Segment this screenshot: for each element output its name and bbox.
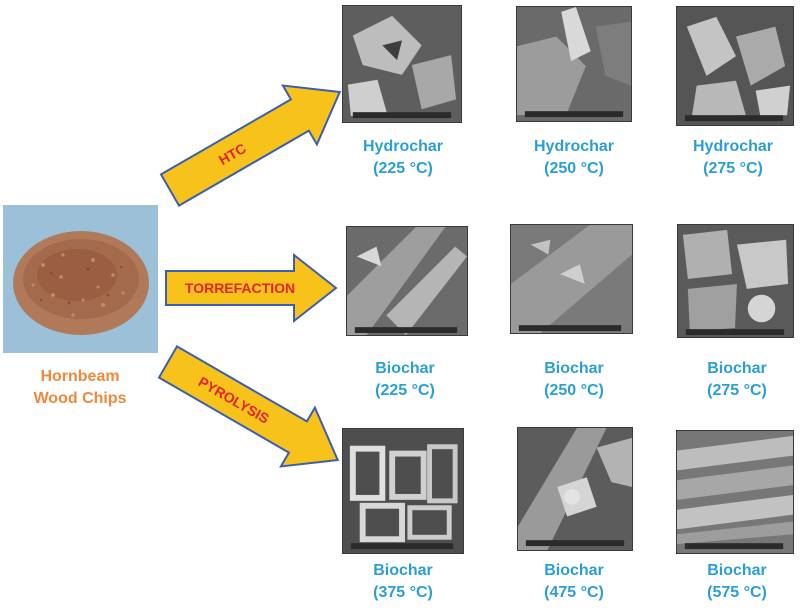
- sem-image-biochar-475: [517, 427, 633, 551]
- caption-name: Biochar: [707, 360, 767, 377]
- caption-row3-col3: Biochar (575 °C): [677, 560, 797, 604]
- caption-temp: (250 °C): [544, 382, 604, 399]
- caption-row2-col3: Biochar (275 °C): [677, 358, 797, 402]
- sem-image-hydrochar-275: [676, 6, 794, 126]
- pyrolysis-arrow: PYROLYSIS: [157, 345, 340, 468]
- caption-name: Biochar: [375, 360, 435, 377]
- sem-image-biochar-375: [342, 428, 464, 554]
- sem-texture: [518, 428, 632, 550]
- sem-texture: [677, 431, 793, 553]
- sem-image-biochar-275: [677, 224, 794, 338]
- caption-temp: (575 °C): [707, 584, 767, 601]
- caption-name: Hydrochar: [692, 138, 774, 155]
- sem-texture: [347, 227, 467, 335]
- htc-arrow: HTC: [159, 84, 342, 207]
- caption-temp: (225 °C): [375, 382, 435, 399]
- caption-row1-col3: Hydrochar (275 °C): [673, 136, 793, 180]
- sem-image-biochar-575: [676, 430, 794, 554]
- caption-name: Hydrochar: [533, 138, 615, 155]
- caption-name: Biochar: [707, 562, 767, 579]
- caption-name: Hydrochar: [362, 138, 444, 155]
- torrefaction-arrow: TORREFACTION: [165, 252, 338, 324]
- caption-name: Biochar: [544, 562, 604, 579]
- sem-image-biochar-225: [346, 226, 468, 336]
- sem-texture: [343, 6, 461, 122]
- caption-row2-col2: Biochar (250 °C): [514, 358, 634, 402]
- caption-name: Biochar: [544, 360, 604, 377]
- caption-row3-col2: Biochar (475 °C): [514, 560, 634, 604]
- caption-temp: (275 °C): [707, 382, 767, 399]
- caption-row1-col1: Hydrochar (225 °C): [343, 136, 463, 180]
- sem-image-hydrochar-225: [342, 5, 462, 123]
- sem-image-biochar-250: [510, 224, 633, 334]
- sem-texture: [678, 225, 793, 337]
- caption-temp: (225 °C): [373, 160, 433, 177]
- wood-chips-image: [3, 205, 158, 353]
- caption-row1-col2: Hydrochar (250 °C): [514, 136, 634, 180]
- caption-temp: (275 °C): [703, 160, 763, 177]
- sem-texture: [343, 429, 463, 553]
- wood-chips-photo: [3, 205, 158, 353]
- caption-temp: (375 °C): [373, 584, 433, 601]
- source-label-line2: Wood Chips: [33, 390, 127, 407]
- source-label: Hornbeam Wood Chips: [10, 366, 150, 410]
- caption-row2-col1: Biochar (225 °C): [345, 358, 465, 402]
- caption-temp: (475 °C): [544, 584, 604, 601]
- caption-row3-col1: Biochar (375 °C): [343, 560, 463, 604]
- sem-image-hydrochar-250: [516, 6, 632, 122]
- sem-texture: [517, 7, 631, 121]
- caption-temp: (250 °C): [544, 160, 604, 177]
- sem-texture: [677, 7, 793, 125]
- caption-name: Biochar: [373, 562, 433, 579]
- source-label-line1: Hornbeam: [40, 368, 120, 385]
- sem-texture: [511, 225, 632, 333]
- torrefaction-arrow-label: TORREFACTION: [185, 280, 295, 296]
